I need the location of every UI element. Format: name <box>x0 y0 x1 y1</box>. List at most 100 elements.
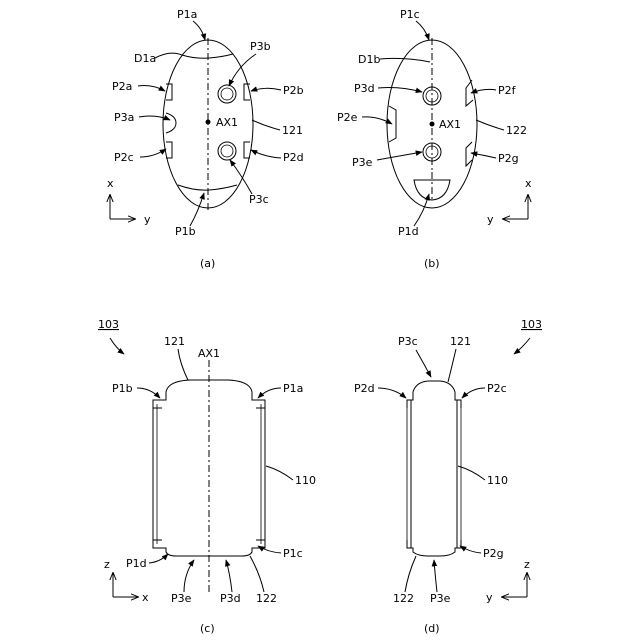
label-122-b: 122 <box>506 124 527 137</box>
label-P3d-c: P3d <box>220 592 241 605</box>
leader-103-d <box>514 338 530 354</box>
step-P1c <box>256 540 265 548</box>
leader-P1a <box>193 21 205 40</box>
leader-P3e-c <box>184 560 194 592</box>
leader-121-d <box>448 349 456 382</box>
leader-P3c <box>230 160 252 194</box>
label-P2b: P2b <box>283 84 304 97</box>
svg-text:y: y <box>487 213 494 226</box>
label-P2f: P2f <box>498 84 517 97</box>
view-d: 103 P3c 121 P2d P2c 110 P2g 122 P3e z y … <box>354 318 542 635</box>
leader-122-b <box>476 120 504 130</box>
label-P3a: P3a <box>114 111 134 124</box>
step-P1a <box>256 400 265 408</box>
leader-121-c <box>178 349 188 380</box>
caption-b: (b) <box>424 257 440 270</box>
leader-P3c-d <box>416 350 431 377</box>
leader-P1a-c <box>258 388 281 398</box>
label-110-d: 110 <box>487 474 508 487</box>
view-a: P1a D1a P3b P2a P2b P3a AX1 121 P2c P2d … <box>107 8 304 270</box>
leader-122-d <box>405 556 416 592</box>
leader-P2g-d <box>460 546 481 553</box>
leader-110-d <box>458 466 485 480</box>
leader-103-c <box>110 338 124 354</box>
leader-D1a <box>155 53 182 58</box>
label-P2c: P2c <box>114 151 134 164</box>
svg-text:z: z <box>524 558 530 571</box>
label-P1c: P1c <box>400 8 420 21</box>
label-121-d: 121 <box>450 335 471 348</box>
leader-P3d <box>378 88 422 93</box>
leader-P1c-c <box>258 546 281 553</box>
label-103-d: 103 <box>521 318 542 331</box>
leader-P3a <box>139 116 170 120</box>
caption-a: (a) <box>200 257 215 270</box>
label-P2d-d: P2d <box>354 382 375 395</box>
caption-d: (d) <box>424 622 440 635</box>
step-bl-d <box>407 540 411 548</box>
body-outline-d <box>411 381 457 556</box>
label-P2e: P2e <box>337 111 358 124</box>
coord-axes-d: z y <box>486 558 530 604</box>
leader-P3e-b <box>377 152 422 160</box>
leader-P2f <box>471 89 496 93</box>
step-P1d <box>153 540 162 548</box>
leader-P2d-d <box>378 388 406 398</box>
step-P1b <box>153 400 162 408</box>
label-P3c-d: P3c <box>398 335 418 348</box>
leader-P2c-d <box>462 388 485 398</box>
label-P1a-c: P1a <box>283 382 303 395</box>
label-AX1-a: AX1 <box>216 116 238 129</box>
svg-text:y: y <box>144 213 151 226</box>
svg-text:x: x <box>525 177 532 190</box>
label-P2d: P2d <box>283 151 304 164</box>
leader-P2b <box>251 88 281 91</box>
label-AX1-c: AX1 <box>198 347 220 360</box>
leader-P3d-c <box>226 560 232 592</box>
center-point-a <box>206 120 211 125</box>
label-D1a: D1a <box>134 52 156 65</box>
label-P3e-c: P3e <box>171 592 192 605</box>
circle-P3c <box>218 142 236 160</box>
label-AX1-b: AX1 <box>439 118 461 131</box>
label-P1d-c: P1d <box>126 557 147 570</box>
leader-P1b-c <box>137 388 160 398</box>
svg-text:x: x <box>107 177 114 190</box>
label-P1b: P1b <box>175 225 196 238</box>
label-P3b: P3b <box>250 40 271 53</box>
notch-P2d <box>244 142 250 158</box>
label-P3e-b: P3e <box>352 156 373 169</box>
leader-P1b <box>190 193 204 226</box>
label-D1b: D1b <box>358 53 380 66</box>
label-P1b-c: P1b <box>112 382 133 395</box>
notch-P2e <box>389 106 396 142</box>
notch-P2b <box>244 84 250 100</box>
svg-text:y: y <box>486 591 493 604</box>
label-122-c: 122 <box>256 592 277 605</box>
leader-P1d-c <box>149 554 168 563</box>
leader-P2d <box>251 150 281 158</box>
leader-P2c <box>140 149 166 157</box>
circle-P3e-b <box>423 143 441 161</box>
center-point-b <box>430 122 435 127</box>
leader-P2g <box>471 153 496 158</box>
label-P3c: P3c <box>249 193 269 206</box>
view-b: P1c D1b P3d P2f P2e AX1 122 P3e P2g P1d … <box>337 8 532 270</box>
label-P3e-d: P3e <box>430 592 451 605</box>
leader-110-c <box>266 466 293 480</box>
step-P2c <box>457 400 461 408</box>
label-P1c-c: P1c <box>283 547 303 560</box>
label-110-c: 110 <box>295 474 316 487</box>
svg-text:x: x <box>142 591 149 604</box>
label-P2c-d: P2c <box>487 382 507 395</box>
label-P2g: P2g <box>498 152 519 165</box>
notch-P2c <box>166 142 172 158</box>
leader-D1b <box>380 58 430 62</box>
label-122-d: 122 <box>393 592 414 605</box>
circle-P3b <box>218 85 236 103</box>
label-P2g-d: P2g <box>483 547 504 560</box>
leader-122-c <box>250 556 264 592</box>
label-P1a: P1a <box>177 8 197 21</box>
label-103-c: 103 <box>98 318 119 331</box>
label-121-a: 121 <box>282 124 303 137</box>
